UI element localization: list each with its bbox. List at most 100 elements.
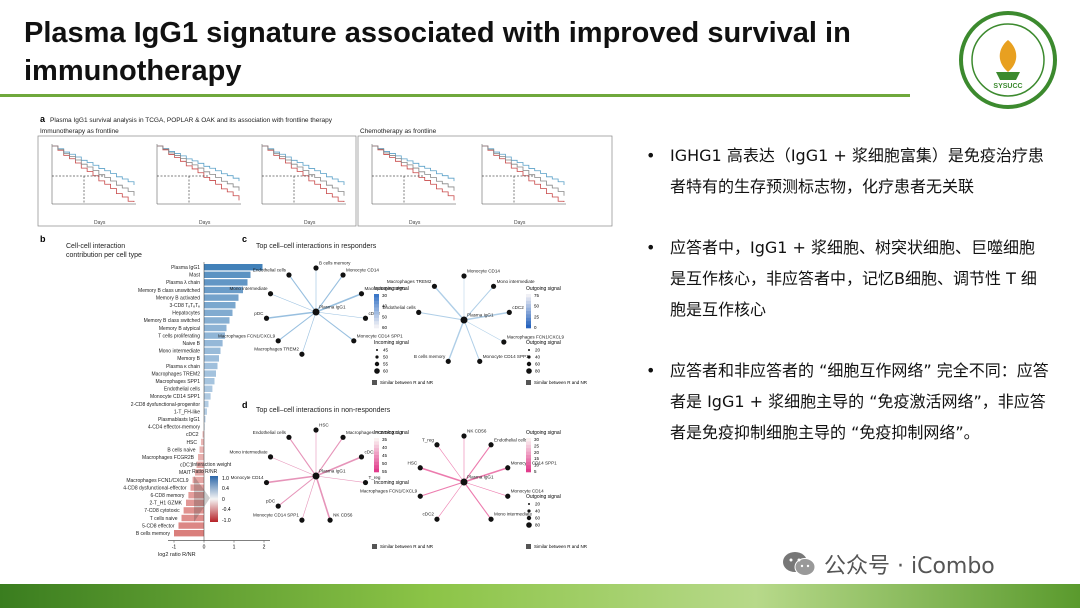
km-curve — [262, 145, 345, 202]
network-node — [488, 516, 494, 522]
network-node-label: NK CD56 — [333, 513, 353, 518]
bullet-text-2: 应答者中，IgG1 + 浆细胞、树突状细胞、巨噬细胞是互作核心，非应答者中，记忆… — [670, 238, 1037, 319]
network-node — [313, 265, 319, 271]
legend-colorbar-segment — [374, 455, 379, 459]
network-node — [488, 442, 494, 448]
legend-size-label: 60 — [383, 369, 389, 374]
legend-size-dot — [528, 503, 530, 505]
network-node — [501, 339, 507, 345]
x-tick-label: -1 — [172, 545, 177, 551]
legend-colorbar-segment — [374, 294, 379, 298]
km-curve — [482, 145, 565, 186]
panel-c-similar-swatch-right — [526, 380, 531, 385]
network-node-label: Plasma IgG1 — [467, 475, 494, 480]
network-node — [327, 517, 333, 523]
network-node-label: cDC2 — [364, 449, 376, 454]
network-node-label: Endothelial cells — [382, 305, 416, 310]
legend-size-dot — [528, 349, 530, 351]
legend-size-dot — [376, 349, 378, 351]
bar — [183, 507, 204, 514]
panel-c-similar-right: Similar between R and NR — [534, 380, 588, 385]
bar-label: MAIT — [179, 470, 191, 476]
legend-size-dot — [527, 509, 531, 513]
network-node — [362, 479, 369, 486]
network-node-label: pDC — [266, 499, 276, 504]
network-node-label: Endothelial cells — [494, 437, 528, 442]
network-node — [275, 338, 281, 344]
university-logo-icon: SYSUCC — [959, 11, 1057, 109]
network-edge — [315, 274, 344, 313]
legend-size-dot — [527, 355, 531, 359]
logo-text: SYSUCC — [993, 83, 1022, 90]
legend-size-dot — [526, 368, 532, 374]
bar — [204, 423, 205, 430]
legend-size-label: 60 — [535, 362, 541, 367]
bar — [186, 499, 204, 506]
network-node-label: Macrophages FCN1/CXCL9 — [346, 430, 404, 435]
bar-label: 3-CD8 TₑTₑTₑ — [170, 303, 201, 309]
bar — [204, 408, 207, 415]
bar-label: 2-T_H1 GZMK — [149, 501, 182, 507]
network-node-label: Monocyte CD14 — [346, 267, 379, 272]
legend-size-label: 80 — [535, 369, 541, 374]
network-edge — [301, 475, 317, 521]
km-xlabel-3: Days — [304, 220, 316, 226]
legend-colorbar-segment — [526, 451, 531, 456]
network-node — [313, 427, 319, 433]
network-node-label: Mono intermediate — [229, 449, 267, 454]
network-node-label: B cells memory — [414, 354, 446, 359]
legend-tick: 75 — [534, 293, 540, 298]
bar — [204, 400, 209, 408]
bar-label: Plasmablasts IgG1 — [158, 417, 200, 423]
network-node — [267, 291, 274, 297]
network-edge — [463, 319, 481, 362]
panel-c-title: Top cell–cell interactions in responders — [256, 243, 377, 250]
panel-d-label: d — [242, 400, 248, 410]
panel-d-similar-right: Similar between R and NR — [534, 544, 588, 549]
network-node-label: Mono intermediate — [497, 279, 535, 284]
bar-label: Macrophages SPP1 — [156, 379, 201, 385]
title-divider — [0, 94, 910, 97]
legend-colorbar-segment — [374, 324, 379, 329]
legend-size-dot — [526, 361, 532, 367]
bar — [196, 461, 204, 468]
km-curve — [157, 145, 240, 201]
legend-colorbar-segment — [374, 441, 379, 446]
legend-colorbar-segment — [526, 297, 531, 302]
legend-colorbar-segment — [526, 321, 531, 325]
legend-size-label: 45 — [383, 348, 389, 353]
bar-label: 6-CD8 memory — [150, 493, 184, 499]
bullet-text-3: 应答者和非应答者的 “细胞互作网络” 完全不同：应答者是 IgG1 + 浆细胞主… — [670, 361, 1049, 442]
km-curves — [51, 144, 566, 205]
bar-label: Plasma κ chain — [166, 364, 200, 370]
network-node-label: NK CD56 — [467, 429, 487, 434]
network-node — [351, 338, 357, 344]
legend-colorbar-segment — [374, 461, 379, 466]
bar-label: Memory B class switched — [144, 318, 201, 324]
network-node-label: Plasma IgG1 — [319, 469, 346, 474]
network-node — [358, 454, 365, 460]
network-node-label: cDC2 — [422, 512, 434, 517]
bar-label: Naive B — [182, 341, 200, 347]
network-node — [490, 283, 497, 289]
bar — [204, 385, 213, 392]
network-node — [477, 358, 483, 364]
legend-colorbar-segment — [374, 314, 379, 319]
network-node-label: Plasma IgG1 — [319, 305, 346, 310]
network-node — [299, 517, 305, 523]
bar-label: 5-CD8 effector — [142, 523, 175, 529]
km-curve — [262, 145, 345, 196]
legend-tick: 50 — [382, 314, 388, 319]
legend-colorbar-segment — [526, 314, 531, 319]
legend-colorbar-segment — [526, 311, 531, 315]
legend-tick: 10 — [534, 463, 540, 468]
network-node — [286, 272, 292, 278]
legend-tick: 35 — [382, 437, 388, 442]
legend-colorbar-segment — [526, 455, 531, 459]
bar-label: 7-CD8 cytotoxic — [144, 508, 180, 514]
bar — [204, 416, 206, 423]
bar-label: Macrophages FCN1/CXCL9 — [126, 478, 188, 484]
km-curve — [372, 145, 455, 182]
bar — [190, 484, 204, 491]
